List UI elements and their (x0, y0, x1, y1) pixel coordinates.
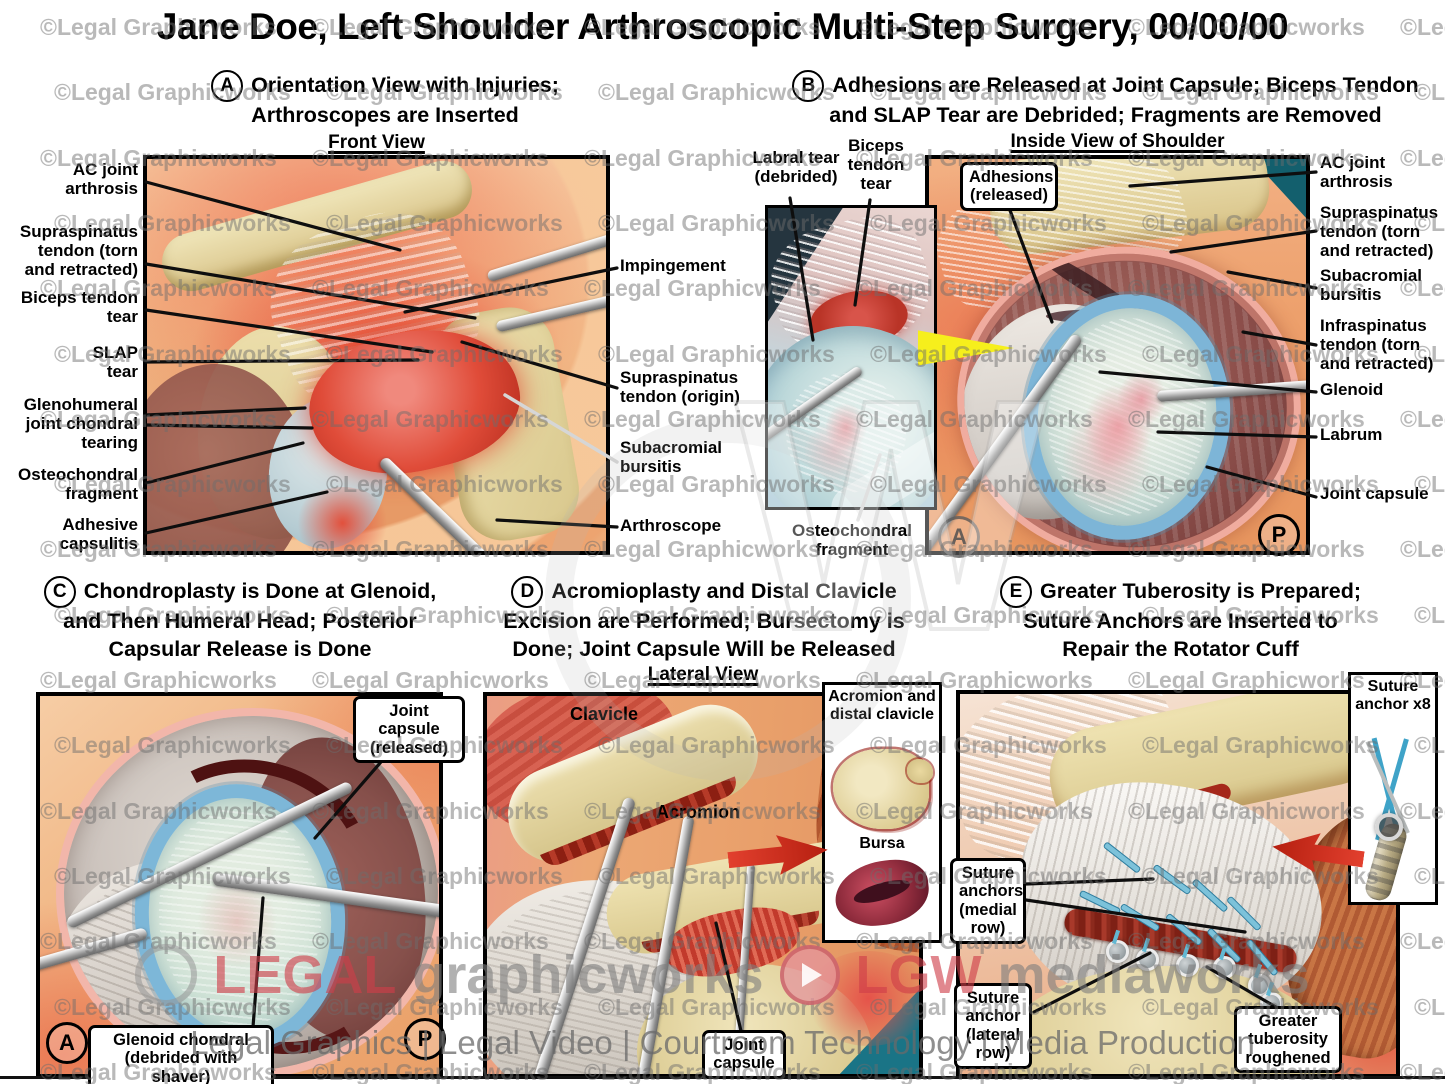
label-greater-tuberosity-roughened: Greater tuberosity roughened (1234, 1006, 1342, 1074)
label-supraspinatus-torn: Supraspinatus tendon (torn and retracted… (1320, 203, 1439, 261)
label-subacromial-bursitis: Subacromial bursitis (620, 438, 723, 477)
label-slap-tear: SLAP tear (92, 343, 138, 382)
panel-a-illustration (143, 155, 610, 555)
bursa-fold (851, 875, 913, 908)
label-glenohumeral-chondral-tearing: Glenohumeral joint chondral tearing (23, 395, 138, 453)
inflamed-tissue (806, 951, 919, 1046)
panel-d-header-row: D Acromioplasty and Distal Clavicle (478, 576, 930, 608)
panel-e-header-line1: Greater Tuberosity is Prepared; (1039, 579, 1362, 604)
label-infraspinatus-torn: Infraspinatus tendon (torn and retracted… (1320, 316, 1434, 374)
excised-bursa (831, 856, 933, 930)
panel-a-header-row: A Orientation View with Injuries; (140, 70, 630, 102)
panel-b-header-line2: and SLAP Tear are Debrided; Fragments ar… (829, 103, 1382, 127)
excised-bone-fragment (907, 759, 933, 783)
label-osteochondral-fragment: Osteochondral fragment (18, 465, 138, 504)
debrided-cartilage (1038, 310, 1216, 524)
label-biceps-tendon-tear: Biceps tendon tear (847, 136, 905, 194)
panel-c-header-line2: and Then Humeral Head; Posterior (63, 609, 417, 633)
anterior-marker: A (46, 1022, 88, 1064)
label-suture-anchors-medial-row: Suture anchors (medial row) (950, 858, 1026, 944)
posterior-marker: P (404, 1018, 446, 1060)
panel-d-inset: Acromion and distal clavicle Bursa (822, 682, 942, 943)
watermark-tile: ©Legal Graphicworks (1400, 1058, 1445, 1084)
watermark-tile: ©Legal Graphicworks (1414, 601, 1445, 628)
panel-b-view-label: Inside View of Shoulder (1010, 131, 1225, 152)
inset-title: Suture anchor x8 (1355, 678, 1431, 714)
panel-e-header-row: E Greater Tuberosity is Prepared; (948, 576, 1413, 608)
anchor-eyelet (1375, 813, 1403, 841)
panel-e-header-line3: Repair the Rotator Cuff (1062, 636, 1299, 661)
panel-a-header: A Orientation View with Injuries; Arthro… (140, 70, 630, 130)
panel-c-header-line3: Capsular Release is Done (108, 636, 372, 661)
page-title: Jane Doe, Left Shoulder Arthroscopic Mul… (156, 6, 1289, 47)
panel-b-illustration (925, 155, 1310, 555)
panel-a-header-line1: Orientation View with Injuries; (251, 73, 559, 98)
label-subacromial-bursitis: Subacromial bursitis (1320, 266, 1423, 305)
watermark-tile: ©Legal Graphicworks (40, 667, 277, 693)
watermark-tile: ©Legal Graphicworks (1414, 993, 1445, 1020)
panel-b-header-line1: Adhesions are Released at Joint Capsule;… (832, 73, 1419, 98)
panel-a-view-label: Front View (328, 132, 425, 153)
panel-d-header-line3: Done; Joint Capsule Will be Released (512, 636, 896, 661)
panel-b-letter-badge: B (792, 70, 825, 102)
panel-d-header-line2: Excision are Performed; Bursectomy is (503, 609, 905, 633)
panel-c-header-line1: Chondroplasty is Done at Glenoid, (83, 579, 437, 604)
watermark-tile: ©Legal Graphicworks (584, 536, 821, 563)
label-clavicle: Clavicle (570, 704, 639, 724)
label-suture-anchor-lateral-row: Suture anchor (lateral row) (954, 983, 1032, 1069)
suture-anchor-knot (1176, 954, 1199, 977)
panel-c-header: C Chondroplasty is Done at Glenoid, and … (10, 576, 470, 664)
panel-d-header: D Acromioplasty and Distal Clavicle Exci… (478, 576, 930, 664)
label-joint-capsule: Joint capsule (1320, 484, 1429, 503)
label-glenoid: Glenoid (1320, 380, 1384, 399)
panel-b-header: B Adhesions are Released at Joint Capsul… (768, 70, 1443, 130)
inset-title: Acromion and distal clavicle (828, 688, 936, 724)
label-osteochondral-fragment: Osteochondral fragment (792, 521, 912, 560)
label-supraspinatus-torn: Supraspinatus tendon (torn and retracted… (19, 222, 138, 280)
panel-d-letter-badge: D (511, 576, 544, 608)
panel-e-header-line2: Suture Anchors are Inserted to (1023, 609, 1338, 633)
panel-e-letter-badge: E (999, 576, 1032, 608)
chondral-mottling (786, 373, 906, 493)
panel-c-header-row: C Chondroplasty is Done at Glenoid, (10, 576, 470, 608)
label-acromion: Acromion (656, 802, 741, 822)
label-joint-capsule: Joint capsule (702, 1030, 786, 1079)
panel-a-letter-badge: A (211, 70, 244, 102)
panel-d-header-line1: Acromioplasty and Distal Clavicle (551, 579, 897, 604)
watermark-tile: ©Legal Graphicworks (1400, 536, 1445, 563)
inset-bursa-label: Bursa (859, 835, 905, 852)
label-labrum: Labrum (1320, 425, 1383, 444)
label-impingement: Impingement (620, 256, 726, 275)
label-labral-tear-debrided: Labral tear (debrided) (752, 148, 840, 187)
label-adhesive-capsulitis: Adhesive capsulitis (59, 515, 138, 554)
label-adhesions-released: Adhesions (released) (960, 162, 1058, 211)
label-biceps-tendon-tear: Biceps tendon tear (20, 288, 138, 327)
suture-anchor-knot (1106, 940, 1129, 963)
label-glenoid-chondral-debrided: Glenoid chondral (debrided with shaver) (88, 1025, 274, 1084)
inflamed-capsule (295, 487, 390, 551)
panel-b-header-row: B Adhesions are Released at Joint Capsul… (768, 70, 1443, 102)
anterior-marker: A (938, 516, 980, 558)
panel-b-inset-illustration (765, 205, 937, 510)
suture-anchor-knot (1136, 948, 1159, 971)
label-joint-capsule-released: Joint capsule (released) (353, 696, 465, 764)
label-arthroscope: Arthroscope (620, 516, 722, 535)
label-ac-joint-arthrosis: AC joint arthrosis (1320, 153, 1393, 192)
panel-e-inset: Suture anchor x8 (1348, 672, 1438, 905)
panel-c-letter-badge: C (43, 576, 76, 608)
label-ac-joint-arthrosis: AC joint arthrosis (65, 160, 138, 199)
panel-a-header-line2: Arthroscopes are Inserted (251, 103, 519, 127)
suture-anchor-knot (1213, 956, 1236, 979)
posterior-marker: P (1258, 514, 1300, 556)
panel-d-view-label: Lateral View (647, 664, 759, 685)
panel-e-header: E Greater Tuberosity is Prepared; Suture… (948, 576, 1413, 664)
watermark-tile: ©Legal Graphicworks (1400, 928, 1445, 955)
label-supraspinatus-origin: Supraspinatus tendon (origin) (620, 368, 740, 407)
